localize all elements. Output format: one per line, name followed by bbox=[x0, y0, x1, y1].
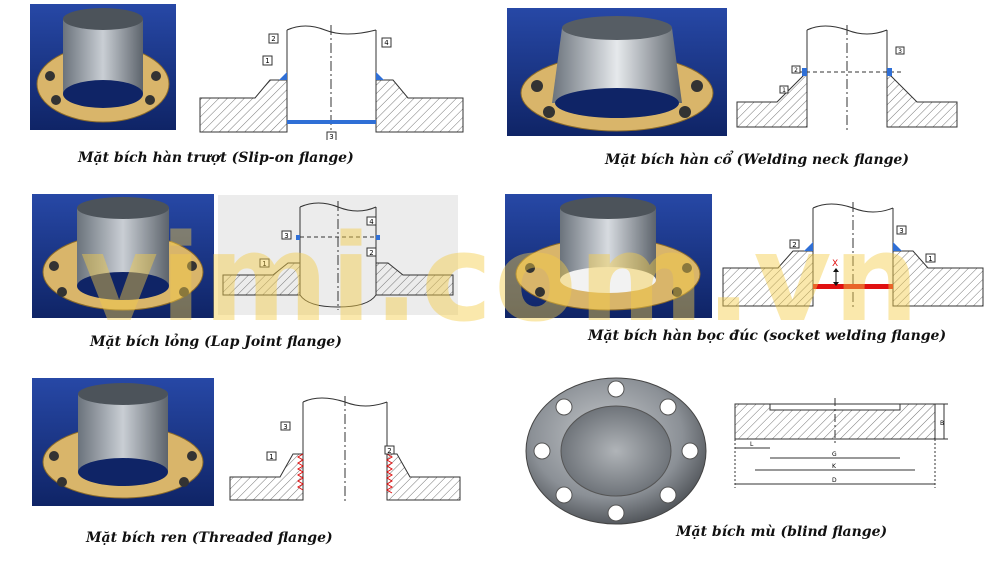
dimension-d-label: D bbox=[832, 477, 837, 484]
threaded-flange-photo bbox=[32, 378, 214, 506]
dimension-b-label: B bbox=[940, 420, 944, 427]
caption-blind-flange: Mặt bích mù (blind flange) bbox=[676, 524, 888, 540]
label-1: 1 bbox=[269, 453, 273, 461]
label-3: 3 bbox=[283, 423, 287, 431]
label-4: 4 bbox=[384, 39, 389, 47]
lap-joint-flange-photo bbox=[32, 194, 214, 318]
welding-neck-flange-photo bbox=[507, 8, 727, 136]
label-3: 3 bbox=[899, 227, 903, 235]
blind-flange-photo bbox=[524, 376, 708, 526]
slip-on-flange-photo bbox=[30, 4, 176, 130]
caption-threaded-flange: Mặt bích ren (Threaded flange) bbox=[86, 530, 333, 546]
label-2: 2 bbox=[792, 241, 796, 249]
gap-x-label: X bbox=[832, 259, 838, 269]
dimension-k-label: K bbox=[832, 463, 837, 470]
label-1: 1 bbox=[262, 260, 266, 268]
label-2: 2 bbox=[387, 447, 391, 455]
label-3: 3 bbox=[329, 133, 333, 140]
slip-on-flange-drawing: 1 2 4 3 bbox=[195, 20, 470, 142]
caption-slip-on-flange: Mặt bích hàn trượt (Slip-on flange) bbox=[78, 150, 354, 166]
dimension-g-label: G bbox=[832, 451, 837, 458]
socket-welding-flange-photo bbox=[505, 194, 712, 318]
label-2: 2 bbox=[794, 67, 798, 74]
label-1: 1 bbox=[265, 57, 269, 65]
lap-joint-flange-drawing: 1 3 4 2 bbox=[218, 195, 458, 315]
label-1: 1 bbox=[928, 255, 932, 263]
threaded-flange-drawing: 1 3 2 bbox=[225, 392, 465, 510]
label-3: 3 bbox=[898, 48, 902, 55]
dimension-l-label: L bbox=[750, 441, 754, 448]
label-1: 1 bbox=[782, 87, 786, 94]
caption-socket-welding-flange: Mặt bích hàn bọc đúc (socket welding fla… bbox=[588, 328, 947, 344]
welding-neck-flange-drawing: 1 2 3 bbox=[732, 22, 962, 132]
label-2: 2 bbox=[369, 249, 373, 257]
socket-welding-flange-drawing: X 2 3 1 bbox=[718, 196, 988, 312]
label-3: 3 bbox=[284, 232, 288, 240]
caption-welding-neck-flange: Mặt bích hàn cổ (Welding neck flange) bbox=[605, 152, 909, 168]
label-2: 2 bbox=[271, 35, 275, 43]
label-4: 4 bbox=[369, 218, 374, 226]
blind-flange-drawing: B L G K D bbox=[730, 396, 955, 496]
caption-lap-joint-flange: Mặt bích lỏng (Lap Joint flange) bbox=[90, 334, 342, 350]
